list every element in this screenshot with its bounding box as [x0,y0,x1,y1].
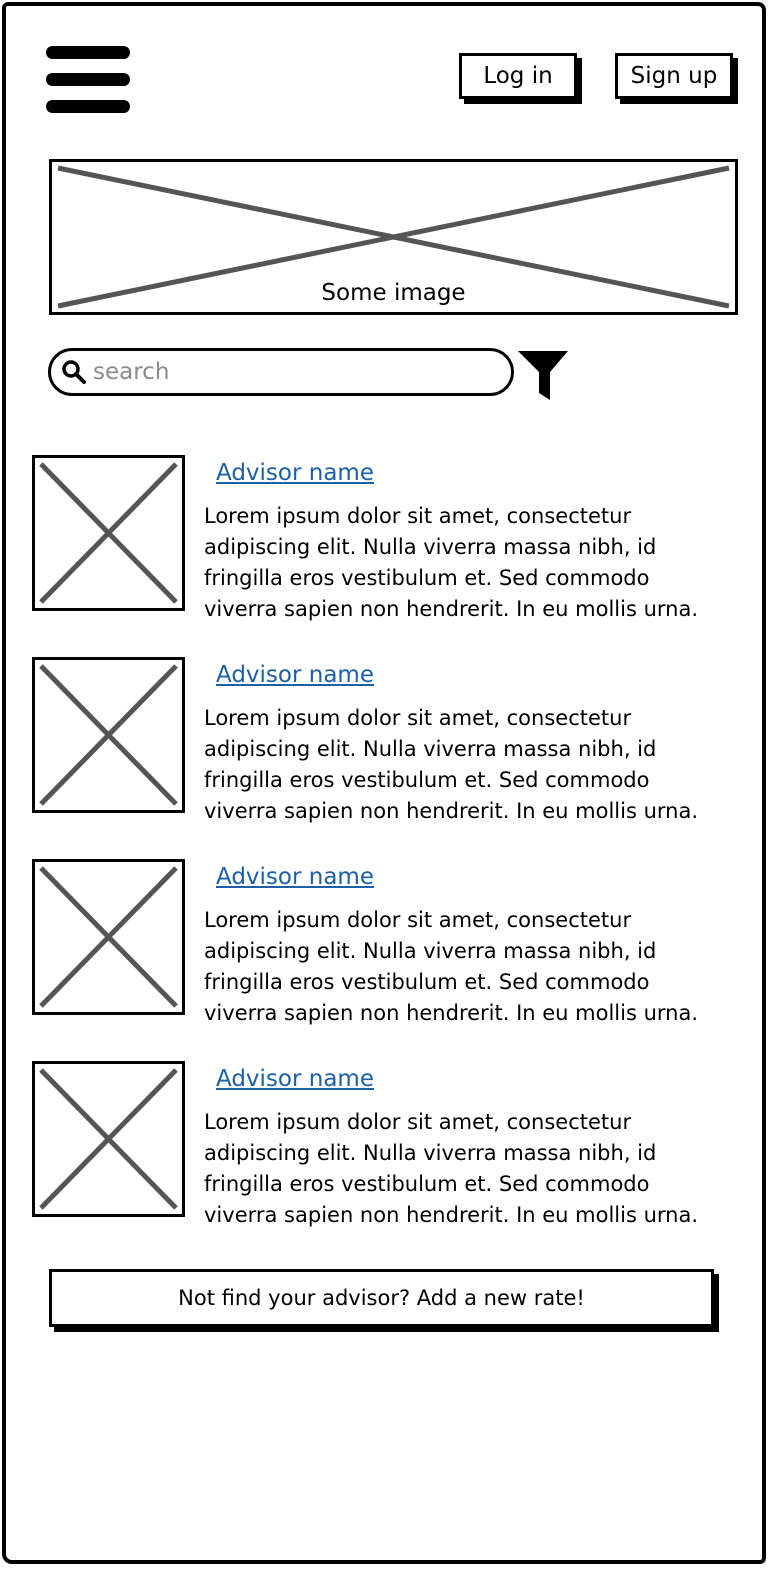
description-line: fringilla eros vestibulum et. Sed commod… [204,1172,650,1196]
advisor-photo-placeholder [32,455,185,611]
advisor-photo-placeholder [32,859,185,1015]
signup-button[interactable]: Sign up [615,53,733,99]
image-placeholder-icon [39,866,178,1008]
description-line: viverra sapien non hendrerit. In eu moll… [204,597,699,621]
advisor-list: Advisor name Lorem ipsum dolor sit amet,… [32,455,752,1263]
description-line: adipiscing elit. Nulla viverra massa nib… [204,737,657,761]
advisor-description: Lorem ipsum dolor sit amet, consectetur a… [204,501,756,625]
description-line: Lorem ipsum dolor sit amet, consectetur [204,706,632,730]
description-line: Lorem ipsum dolor sit amet, consectetur [204,1110,632,1134]
description-line: adipiscing elit. Nulla viverra massa nib… [204,535,657,559]
advisor-description: Lorem ipsum dolor sit amet, consectetur a… [204,703,756,827]
menu-bar [46,46,130,59]
page-frame [2,2,766,1564]
list-item: Advisor name Lorem ipsum dolor sit amet,… [32,455,752,657]
advisor-description: Lorem ipsum dolor sit amet, consectetur a… [204,1107,756,1231]
description-line: Lorem ipsum dolor sit amet, consectetur [204,908,632,932]
image-placeholder-icon [39,462,178,604]
list-item: Advisor name Lorem ipsum dolor sit amet,… [32,657,752,859]
description-line: adipiscing elit. Nulla viverra massa nib… [204,939,657,963]
list-item: Advisor name Lorem ipsum dolor sit amet,… [32,1061,752,1263]
advisor-photo-placeholder [32,657,185,813]
advisor-name-link[interactable]: Advisor name [216,1066,374,1092]
advisor-name-link[interactable]: Advisor name [216,460,374,486]
description-line: viverra sapien non hendrerit. In eu moll… [204,1001,699,1025]
description-line: viverra sapien non hendrerit. In eu moll… [204,1203,699,1227]
list-item: Advisor name Lorem ipsum dolor sit amet,… [32,859,752,1061]
hero-image-placeholder: Some image [49,159,738,315]
search-input[interactable] [93,359,473,385]
search-box[interactable] [48,348,514,396]
description-line: Lorem ipsum dolor sit amet, consectetur [204,504,632,528]
login-button[interactable]: Log in [459,53,577,99]
hero-caption: Some image [321,280,466,306]
image-placeholder-icon [39,664,178,806]
description-line: viverra sapien non hendrerit. In eu moll… [204,799,699,823]
advisor-description: Lorem ipsum dolor sit amet, consectetur a… [204,905,756,1029]
search-icon [62,360,86,384]
advisor-name-link[interactable]: Advisor name [216,662,374,688]
description-line: fringilla eros vestibulum et. Sed commod… [204,566,650,590]
add-new-rate-button[interactable]: Not find your advisor? Add a new rate! [49,1269,714,1327]
description-line: fringilla eros vestibulum et. Sed commod… [204,768,650,792]
advisor-name-link[interactable]: Advisor name [216,864,374,890]
description-line: fringilla eros vestibulum et. Sed commod… [204,970,650,994]
description-line: adipiscing elit. Nulla viverra massa nib… [204,1141,657,1165]
hamburger-menu-icon[interactable] [46,44,130,116]
image-placeholder-icon [39,1068,178,1210]
filter-funnel-icon[interactable] [516,348,570,402]
image-placeholder-icon [57,165,730,309]
menu-bar [46,73,130,86]
menu-bar [46,100,130,113]
advisor-photo-placeholder [32,1061,185,1217]
